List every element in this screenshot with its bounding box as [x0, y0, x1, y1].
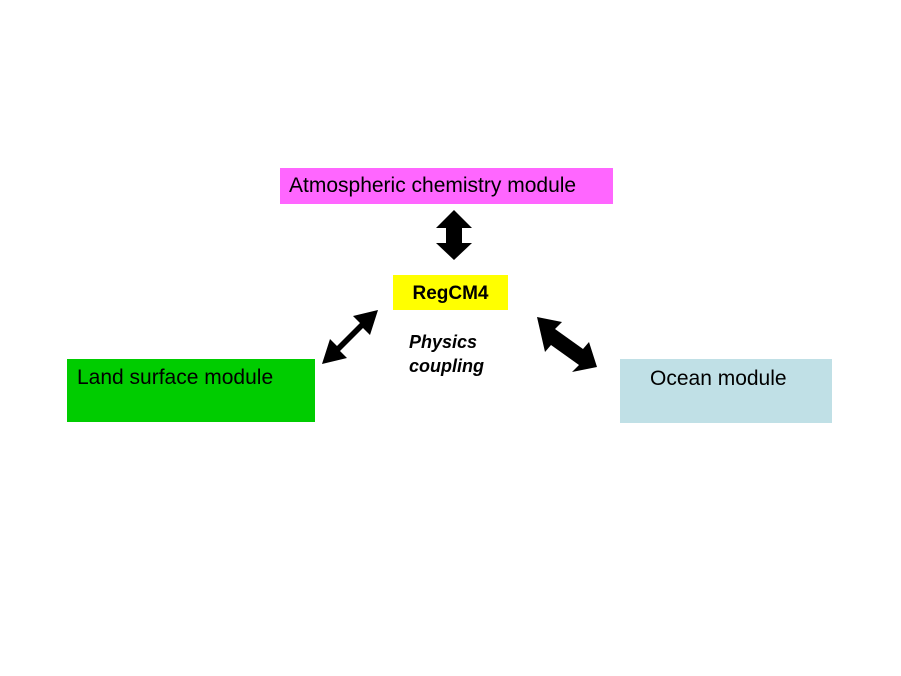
ocean-module-box: Ocean module	[620, 359, 832, 423]
arrow-core-chemistry	[436, 210, 472, 260]
coupling-label-line-1: Physics	[409, 332, 478, 352]
physics-coupling-label: Physics coupling	[409, 330, 484, 378]
land-surface-module-box: Land surface module	[67, 359, 315, 422]
regcm4-core-box: RegCM4	[393, 275, 508, 310]
coupling-label-line-2: coupling	[409, 356, 484, 376]
arrow-core-ocean	[537, 317, 597, 372]
arrow-core-land	[322, 310, 378, 364]
atmospheric-chemistry-module-box: Atmospheric chemistry module	[280, 168, 613, 204]
